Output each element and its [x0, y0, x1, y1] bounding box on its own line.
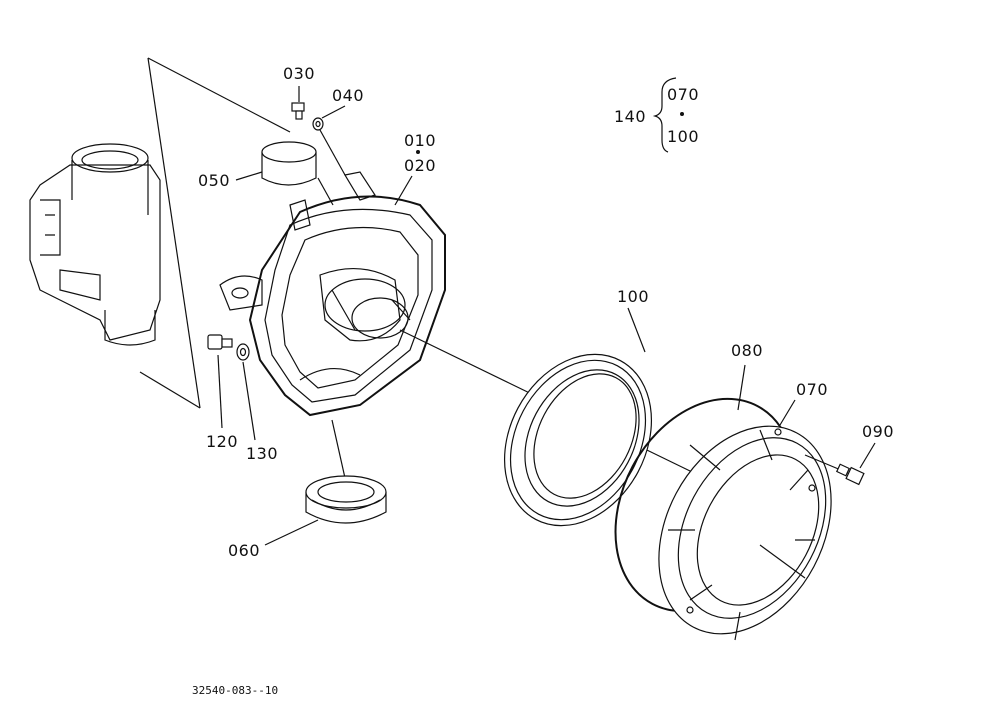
label-050: 050	[198, 171, 230, 190]
bushing-050	[235, 141, 334, 206]
washer-130	[236, 343, 256, 441]
label-010: 010	[404, 131, 436, 150]
label-020: 020	[404, 156, 436, 175]
label-060: 060	[228, 541, 260, 560]
label-140-100: 100	[667, 127, 699, 146]
seal-060	[264, 419, 387, 546]
seal-ring-100	[503, 307, 653, 527]
label-070: 070	[796, 380, 828, 399]
set-bracket-140	[652, 77, 684, 153]
label-090: 090	[862, 422, 894, 441]
main-housing	[219, 171, 761, 506]
label-080: 080	[731, 341, 763, 360]
label-100: 100	[617, 287, 649, 306]
label-140: 140	[614, 107, 646, 126]
bolt-090	[804, 442, 876, 486]
leader-040	[319, 129, 346, 176]
cover-070	[658, 399, 832, 641]
label-130: 130	[246, 444, 278, 463]
washer-040	[312, 105, 346, 131]
plug-120	[207, 334, 233, 429]
leader-010-020	[394, 175, 413, 206]
label-140-070: 070	[667, 85, 699, 104]
label-040: 040	[332, 86, 364, 105]
sep-dot-010-020	[416, 150, 420, 154]
label-030: 030	[283, 64, 315, 83]
label-120: 120	[206, 432, 238, 451]
reference-housing	[29, 57, 291, 409]
drawing-number: 32540-083--10	[192, 684, 278, 697]
bolt-030	[291, 86, 305, 120]
